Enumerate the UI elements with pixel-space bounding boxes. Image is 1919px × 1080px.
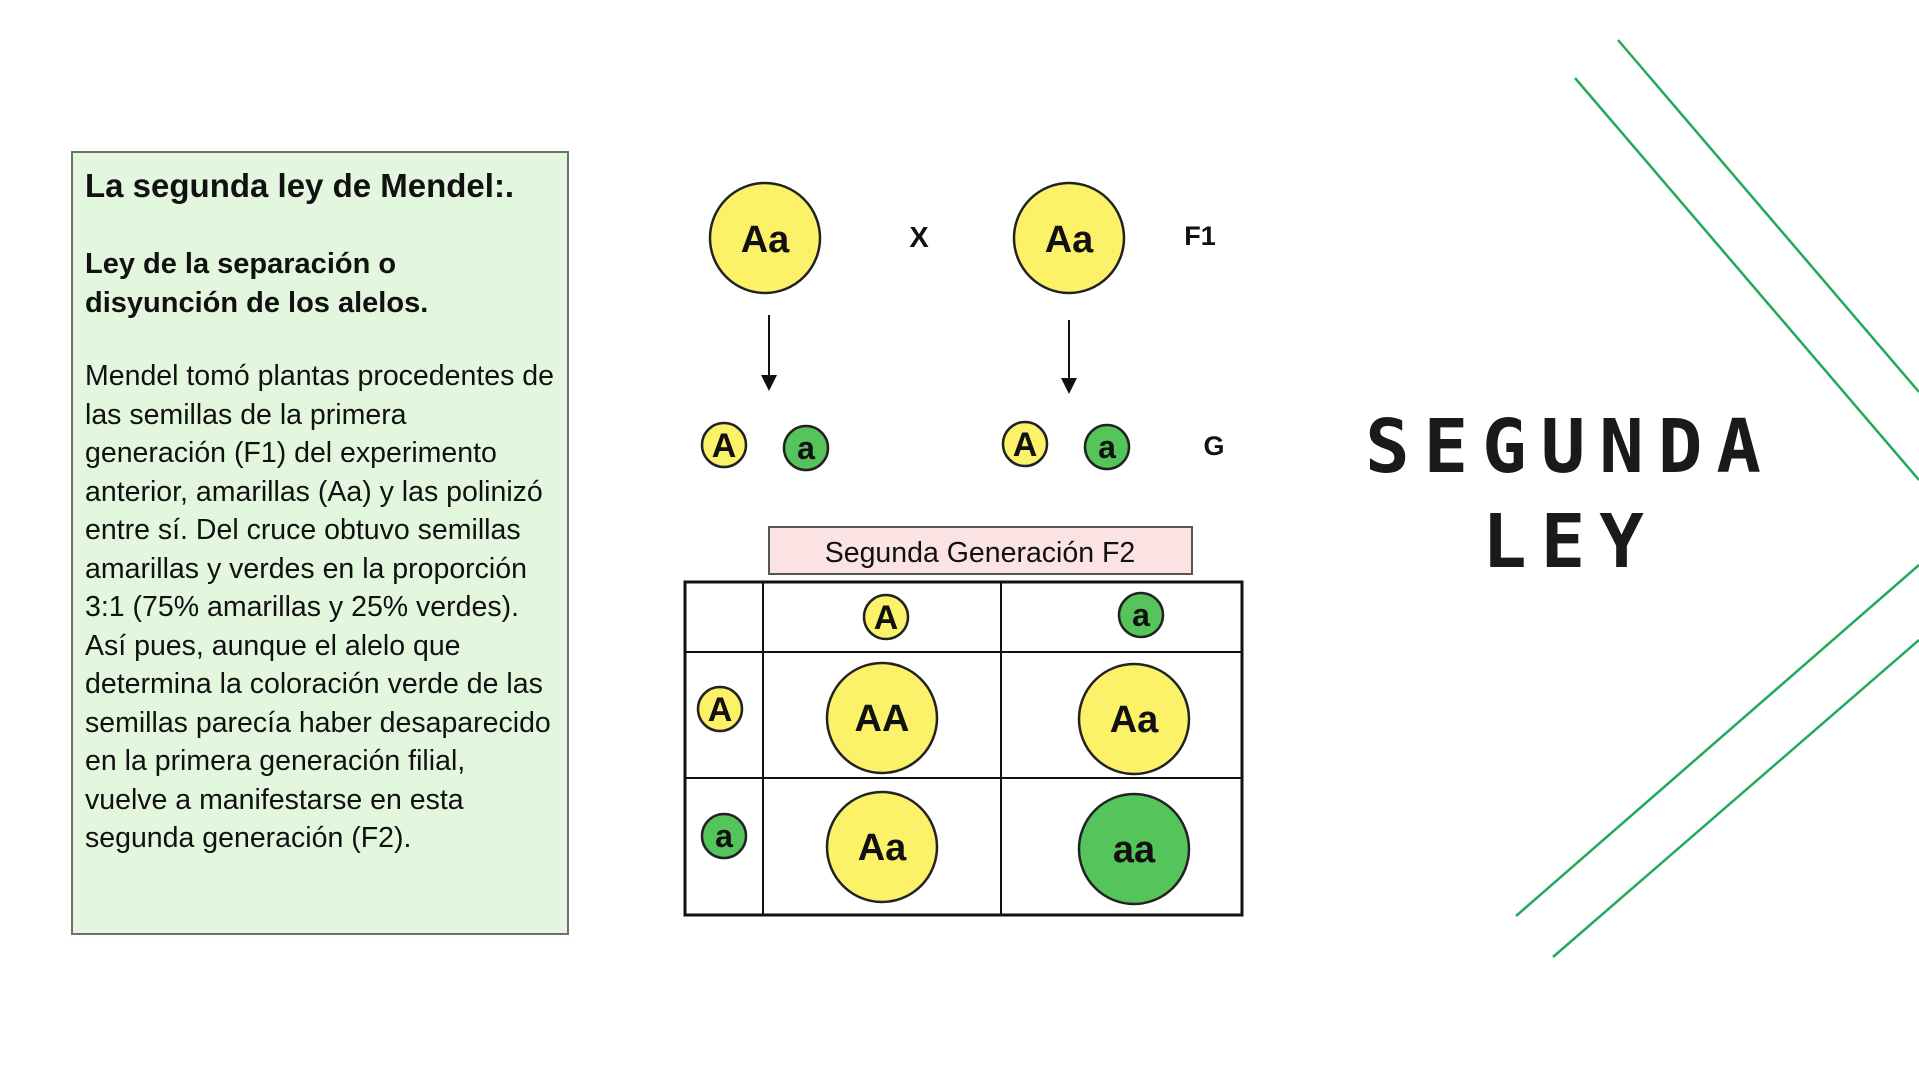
gamete-left-a: a: [782, 424, 830, 472]
parent-right: Aa: [1012, 181, 1126, 295]
gamete-right-A: A: [1001, 420, 1049, 468]
svg-text:aa: aa: [1113, 829, 1156, 871]
gamete-left-A-label: A: [712, 427, 737, 465]
f2-header-label: Segunda Generación F2: [825, 537, 1136, 569]
svg-text:A: A: [708, 691, 733, 729]
explanation-body: Mendel tomó plantas procedentes de las s…: [85, 360, 554, 854]
explanation-subtitle: Ley de la separación o disyunción de los…: [85, 248, 429, 319]
svg-text:a: a: [715, 818, 733, 854]
punnett-col-header-A: A: [862, 593, 910, 641]
accent-line-4: [1552, 639, 1919, 958]
svg-text:AA: AA: [855, 698, 910, 740]
slide-title: SEGUNDA LEY: [1330, 400, 1810, 590]
punnett-col-header-a: a: [1117, 591, 1165, 639]
svg-text:A: A: [874, 599, 899, 637]
punnett-cell-Aa-bottom: Aa: [825, 790, 939, 904]
punnett-cell-AA: AA: [825, 661, 939, 775]
cross-symbol: X: [909, 222, 929, 254]
slide-title-line-2: LEY: [1482, 499, 1658, 585]
decorative-lines: [1515, 39, 1919, 958]
punnett-cell-aa: aa: [1077, 792, 1191, 906]
punnett-cell-Aa-top: Aa: [1077, 662, 1191, 776]
gamete-left-A: A: [700, 421, 748, 469]
gamete-right-a-label: a: [1098, 429, 1116, 465]
punnett-row-header-a: a: [700, 812, 748, 860]
punnett-square: A a A a AA Aa Aa aa: [683, 580, 1244, 917]
gamete-right-A-label: A: [1013, 426, 1038, 464]
slide-title-line-1: SEGUNDA: [1365, 404, 1775, 490]
parent-left: Aa: [708, 181, 822, 295]
accent-line-1: [1617, 39, 1919, 393]
f2-header: Segunda Generación F2: [768, 526, 1193, 575]
gamete-left-a-label: a: [797, 430, 815, 466]
svg-text:Aa: Aa: [858, 827, 907, 869]
f1-label: F1: [1184, 221, 1216, 251]
svg-text:a: a: [1132, 597, 1150, 633]
accent-line-3: [1515, 564, 1919, 917]
parent-right-label: Aa: [1045, 219, 1094, 261]
gamete-right-a: a: [1083, 423, 1131, 471]
explanation-box: La segunda ley de Mendel:. Ley de la sep…: [71, 151, 569, 935]
punnett-row-header-A: A: [696, 685, 744, 733]
g-label: G: [1203, 431, 1224, 461]
accent-line-2: [1574, 77, 1919, 481]
explanation-title: La segunda ley de Mendel:.: [85, 167, 515, 204]
parent-left-label: Aa: [741, 219, 790, 261]
svg-text:Aa: Aa: [1110, 699, 1159, 741]
